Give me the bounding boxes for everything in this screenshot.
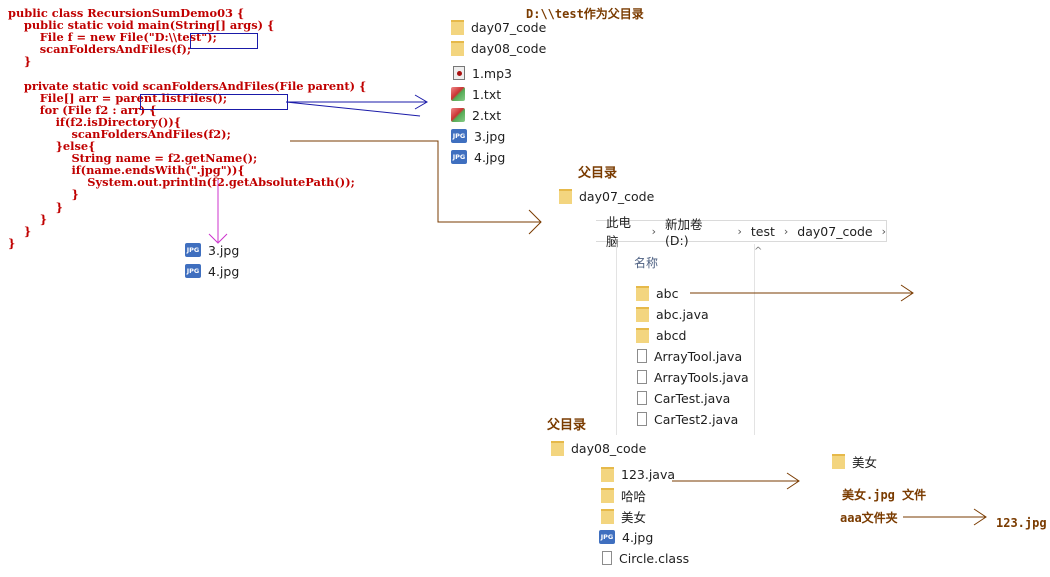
jpg-file-icon: JPG (451, 129, 467, 143)
sort-ascending-icon[interactable]: ^ (754, 246, 763, 257)
audio-file-icon (453, 66, 465, 80)
file-icon (637, 391, 647, 405)
folder-icon (601, 466, 614, 482)
list-item[interactable]: CarTest.java (637, 388, 730, 408)
jpg-file-icon: JPG (185, 243, 201, 257)
aaa-folder-label: aaa文件夹 (840, 511, 898, 525)
parent-dir-label-2: 父目录 (547, 418, 587, 433)
code-line: public class RecursionSumDemo03 { (8, 6, 245, 20)
list-item[interactable]: 2.txt (451, 105, 501, 125)
jpg-file-icon: JPG (451, 150, 467, 164)
folder-icon (636, 306, 649, 322)
code-line: public static void main(String[] args) { (8, 18, 275, 33)
list-item[interactable]: day08_code (451, 38, 546, 58)
breadcrumb-item[interactable]: 此电脑 (606, 215, 632, 249)
day07-folder-item[interactable]: day07_code (559, 186, 654, 206)
chevron-right-icon[interactable]: › (651, 224, 656, 238)
jpg-file-icon: JPG (599, 530, 615, 544)
listfiles-call-highlight (140, 94, 288, 110)
code-line: scanFoldersAndFiles(f2); (8, 126, 231, 141)
brown-arrow-head (786, 472, 800, 490)
folder-icon (636, 327, 649, 343)
chevron-right-icon[interactable]: › (881, 224, 886, 238)
list-item[interactable]: ArrayTool.java (637, 346, 742, 366)
code-line: } (8, 54, 32, 69)
d-test-parent-label: D:\\test作为父目录 (526, 7, 644, 21)
folder-icon (551, 440, 564, 456)
code-line: String name = f2.getName(); (8, 151, 258, 166)
code-line: File f = new File("D:\\test"); (8, 30, 217, 45)
folder-icon (601, 487, 614, 503)
blue-arrow-head (414, 94, 428, 110)
list-item[interactable]: 美女 (601, 506, 646, 526)
list-item[interactable]: abc (636, 283, 678, 303)
result-123jpg-label: 123.jpg (996, 516, 1047, 530)
code-line: System.out.println(f2.getAbsolutePath())… (8, 175, 355, 190)
list-item[interactable]: abc.java (636, 304, 709, 324)
code-line: } (8, 211, 48, 226)
name-column-header[interactable]: 名称 (634, 256, 659, 270)
code-line: if(f2.isDirectory()){ (8, 114, 182, 129)
code-line: } (8, 187, 79, 202)
list-item[interactable]: Circle.class (602, 548, 689, 568)
java-code-block: public class RecursionSumDemo03 { public… (8, 7, 366, 249)
path-literal-highlight (190, 33, 258, 49)
column-divider (754, 244, 755, 435)
day08-folder-item[interactable]: day08_code (551, 438, 646, 458)
list-item[interactable]: 123.java (601, 464, 675, 484)
file-icon (637, 349, 647, 363)
chevron-right-icon[interactable]: › (783, 224, 789, 238)
code-line: private static void scanFoldersAndFiles(… (8, 78, 367, 93)
list-item[interactable]: CarTest2.java (637, 409, 738, 429)
folder-icon (451, 40, 464, 56)
file-icon (602, 551, 612, 565)
list-item[interactable]: abcd (636, 325, 686, 345)
text-file-icon (451, 108, 465, 122)
file-icon (637, 370, 647, 384)
meinv-jpg-file-label: 美女.jpg 文件 (842, 488, 927, 502)
meinv-folder-item[interactable]: 美女 (832, 451, 877, 471)
breadcrumb: 此电脑 › 新加卷 (D:) › test › day07_code › (596, 215, 887, 249)
brown-arrow-head (900, 284, 914, 302)
code-line: scanFoldersAndFiles(f); (8, 42, 192, 57)
list-item[interactable]: ArrayTools.java (637, 367, 749, 387)
explorer-window: 此电脑 › 新加卷 (D:) › test › day07_code › ^ 名… (596, 210, 887, 435)
list-item[interactable]: day07_code (451, 17, 546, 37)
code-line: }else{ (8, 139, 96, 154)
breadcrumb-item[interactable]: day07_code (797, 223, 873, 239)
list-item[interactable]: 1.mp3 (453, 63, 512, 83)
text-file-icon (451, 87, 465, 101)
parent-dir-label-1: 父目录 (578, 166, 618, 181)
folder-icon (832, 453, 845, 469)
folder-icon (559, 188, 572, 204)
jpg-file-icon: JPG (185, 264, 201, 278)
folder-icon (601, 508, 614, 524)
code-line: } (8, 223, 32, 238)
chevron-right-icon[interactable]: › (737, 224, 742, 238)
list-item[interactable]: 1.txt (451, 84, 501, 104)
breadcrumb-item[interactable]: 新加卷 (D:) (665, 217, 703, 248)
breadcrumb-item[interactable]: test (750, 223, 775, 239)
brown-arrow-head (973, 508, 987, 526)
folder-icon (451, 19, 464, 35)
file-icon (637, 412, 647, 426)
code-line: } (8, 235, 16, 250)
code-line: } (8, 199, 63, 214)
column-divider (616, 244, 617, 435)
folder-icon (636, 285, 649, 301)
list-item[interactable]: 哈哈 (601, 485, 646, 505)
brown-arrow-head (528, 209, 542, 235)
code-line: if(name.endsWith(".jpg")){ (8, 163, 245, 178)
